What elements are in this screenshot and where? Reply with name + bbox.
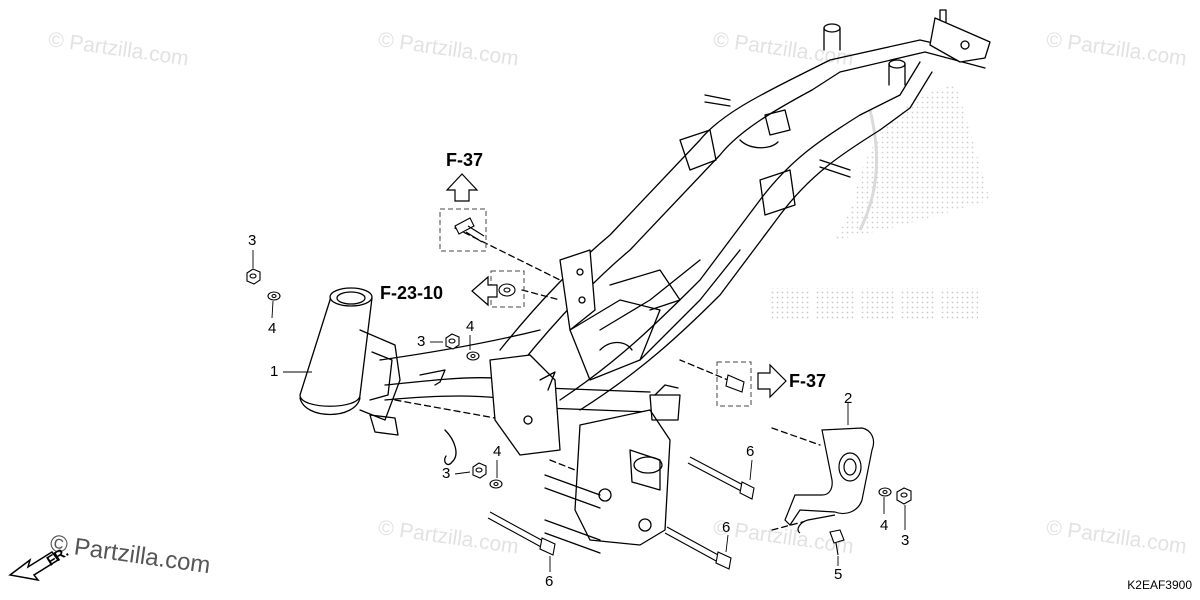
long-bolts xyxy=(487,456,755,570)
callout-5[interactable]: 5 xyxy=(834,566,843,583)
callout-3[interactable]: 3 xyxy=(901,532,910,549)
callout-3[interactable]: 3 xyxy=(417,333,426,350)
callout-4[interactable]: 4 xyxy=(493,443,502,460)
scooter-frame xyxy=(299,9,991,554)
ref-label-f23-10[interactable]: F-23-10 xyxy=(380,283,444,303)
callout-6[interactable]: 6 xyxy=(746,443,755,460)
box-bolts xyxy=(454,217,745,393)
arrow-up-icon xyxy=(445,173,479,202)
reference-boxes xyxy=(439,208,752,407)
nuts-and-washers xyxy=(246,268,912,505)
callout-4[interactable]: 4 xyxy=(880,517,889,534)
reference-arrows xyxy=(445,173,787,399)
callout-1[interactable]: 1 xyxy=(270,363,279,380)
leader-lines xyxy=(252,250,906,572)
callout-4[interactable]: 4 xyxy=(466,318,475,335)
small-bolt xyxy=(829,529,845,556)
arrow-right-icon xyxy=(757,363,787,399)
callout-2[interactable]: 2 xyxy=(844,390,853,407)
callout-6[interactable]: 6 xyxy=(545,573,554,590)
honda-wing-logo xyxy=(835,85,990,240)
arrow-left-icon xyxy=(471,275,498,307)
front-direction-arrow xyxy=(8,550,60,582)
ref-label-f37-right[interactable]: F-37 xyxy=(789,371,827,391)
honda-wordmark-logo xyxy=(770,288,978,320)
callout-4[interactable]: 4 xyxy=(268,320,277,337)
callout-3[interactable]: 3 xyxy=(248,232,257,249)
engine-hanger-cover xyxy=(784,427,875,534)
ref-label-f37-top[interactable]: F-37 xyxy=(446,150,484,170)
diagram-code: K2EAF3900 xyxy=(1127,578,1192,592)
callout-3[interactable]: 3 xyxy=(442,465,451,482)
callout-6[interactable]: 6 xyxy=(722,519,731,536)
